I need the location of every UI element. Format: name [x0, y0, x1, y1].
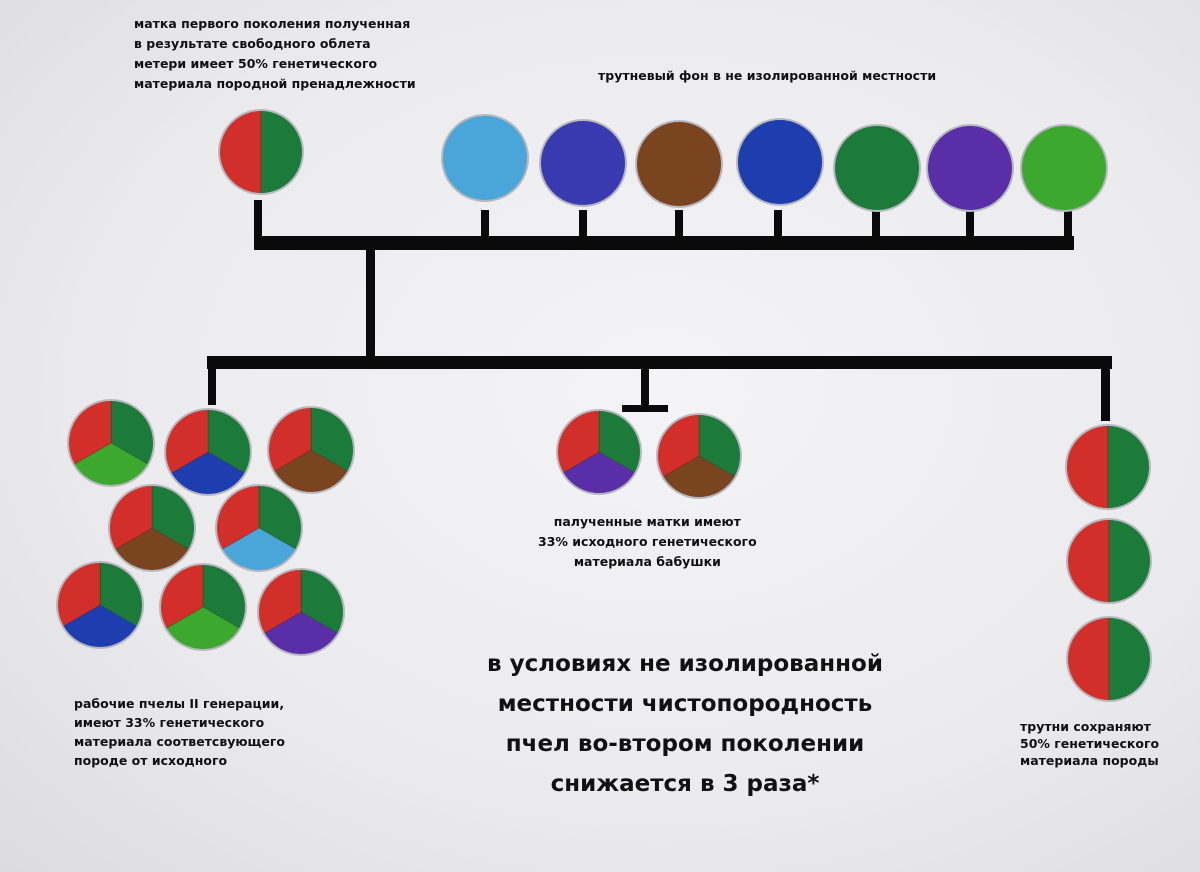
circle-outline: [267, 406, 355, 494]
circle-outline: [556, 409, 642, 495]
conclusion-text: в условиях не изолированной местности чи…: [487, 651, 883, 797]
worker-circle: [56, 561, 144, 649]
drone-stem-line: [774, 210, 782, 238]
drone-stem-line: [675, 210, 683, 238]
second-gen-drones-label: трутни сохраняют 50% генетического матер…: [1020, 719, 1160, 768]
circle-outline: [833, 124, 921, 212]
first-gen-queen-label: матка первого поколения полученная в рез…: [134, 16, 416, 91]
bottom-bar-line: [207, 356, 1112, 369]
drone-circle-blue: [736, 118, 824, 206]
drone-circle-dark-green: [833, 124, 921, 212]
second-gen-drone-circle: [1066, 616, 1152, 702]
worker-circle: [257, 568, 345, 656]
circle-outline: [56, 561, 144, 649]
circle-outline: [1020, 124, 1108, 212]
worker-circle: [159, 563, 247, 651]
second-gen-workers-label: рабочие пчелы II генерации, имеют 33% ге…: [74, 696, 285, 768]
bee-circles: [56, 109, 1152, 702]
green-half: [1108, 518, 1152, 604]
queens-drop-line: [641, 369, 649, 407]
workers-drop-line: [208, 369, 216, 405]
circle-fill: [927, 125, 1013, 211]
circle-outline: [539, 119, 627, 207]
queens-t-cap-line: [622, 405, 668, 412]
drone-circle-light-green: [1020, 124, 1108, 212]
worker-circle: [267, 406, 355, 494]
top-bar-line: [254, 236, 1074, 250]
circle-fill: [1021, 125, 1107, 211]
circle-outline: [159, 563, 247, 651]
drones-drop-line: [1101, 369, 1110, 421]
circle-outline: [926, 124, 1014, 212]
circle-fill: [834, 125, 920, 211]
queen-stem-line: [254, 200, 262, 236]
worker-circle: [108, 484, 196, 572]
red-half: [1065, 424, 1109, 510]
second-gen-drone-circle: [1066, 518, 1152, 604]
drone-background-label: трутневый фон в не изолированной местнос…: [598, 68, 937, 83]
worker-circle: [215, 484, 303, 572]
worker-circle: [164, 408, 252, 496]
circle-outline: [108, 484, 196, 572]
circle-outline: [1066, 616, 1152, 702]
green-half: [1107, 424, 1151, 510]
circle-outline: [441, 114, 529, 202]
drone-circle-brown: [635, 120, 723, 208]
drone-stem-line: [966, 210, 974, 238]
red-half: [218, 109, 262, 195]
green-half: [260, 109, 304, 195]
vertical-connector-line: [366, 250, 375, 356]
drone-circle-light-blue: [441, 114, 529, 202]
circle-outline: [257, 568, 345, 656]
queen-circle: [656, 413, 742, 499]
second-gen-drone-circle: [1065, 424, 1151, 510]
circle-outline: [164, 408, 252, 496]
queen-circle: [556, 409, 642, 495]
first-gen-queen-circle: [218, 109, 304, 195]
circle-outline: [1065, 424, 1151, 510]
drone-stem-line: [579, 210, 587, 238]
worker-circle: [67, 399, 155, 487]
circle-outline: [218, 109, 304, 195]
green-half: [1108, 616, 1152, 702]
red-half: [1066, 616, 1110, 702]
red-half: [1066, 518, 1110, 604]
circle-fill: [737, 119, 823, 205]
circle-outline: [635, 120, 723, 208]
drone-stem-line: [481, 210, 489, 238]
circle-outline: [215, 484, 303, 572]
circle-fill: [540, 120, 626, 206]
circle-outline: [1066, 518, 1152, 604]
drone-circle-blue-violet: [539, 119, 627, 207]
drone-stem-line: [872, 210, 880, 238]
second-gen-queens-label: палученные матки имеют 33% исходного ген…: [538, 514, 757, 569]
circle-outline: [67, 399, 155, 487]
connector-lines: [207, 200, 1112, 421]
circle-outline: [656, 413, 742, 499]
drone-stem-line: [1064, 210, 1072, 238]
circle-fill: [636, 121, 722, 207]
circle-outline: [736, 118, 824, 206]
circle-fill: [442, 115, 528, 201]
drone-circle-violet: [926, 124, 1014, 212]
